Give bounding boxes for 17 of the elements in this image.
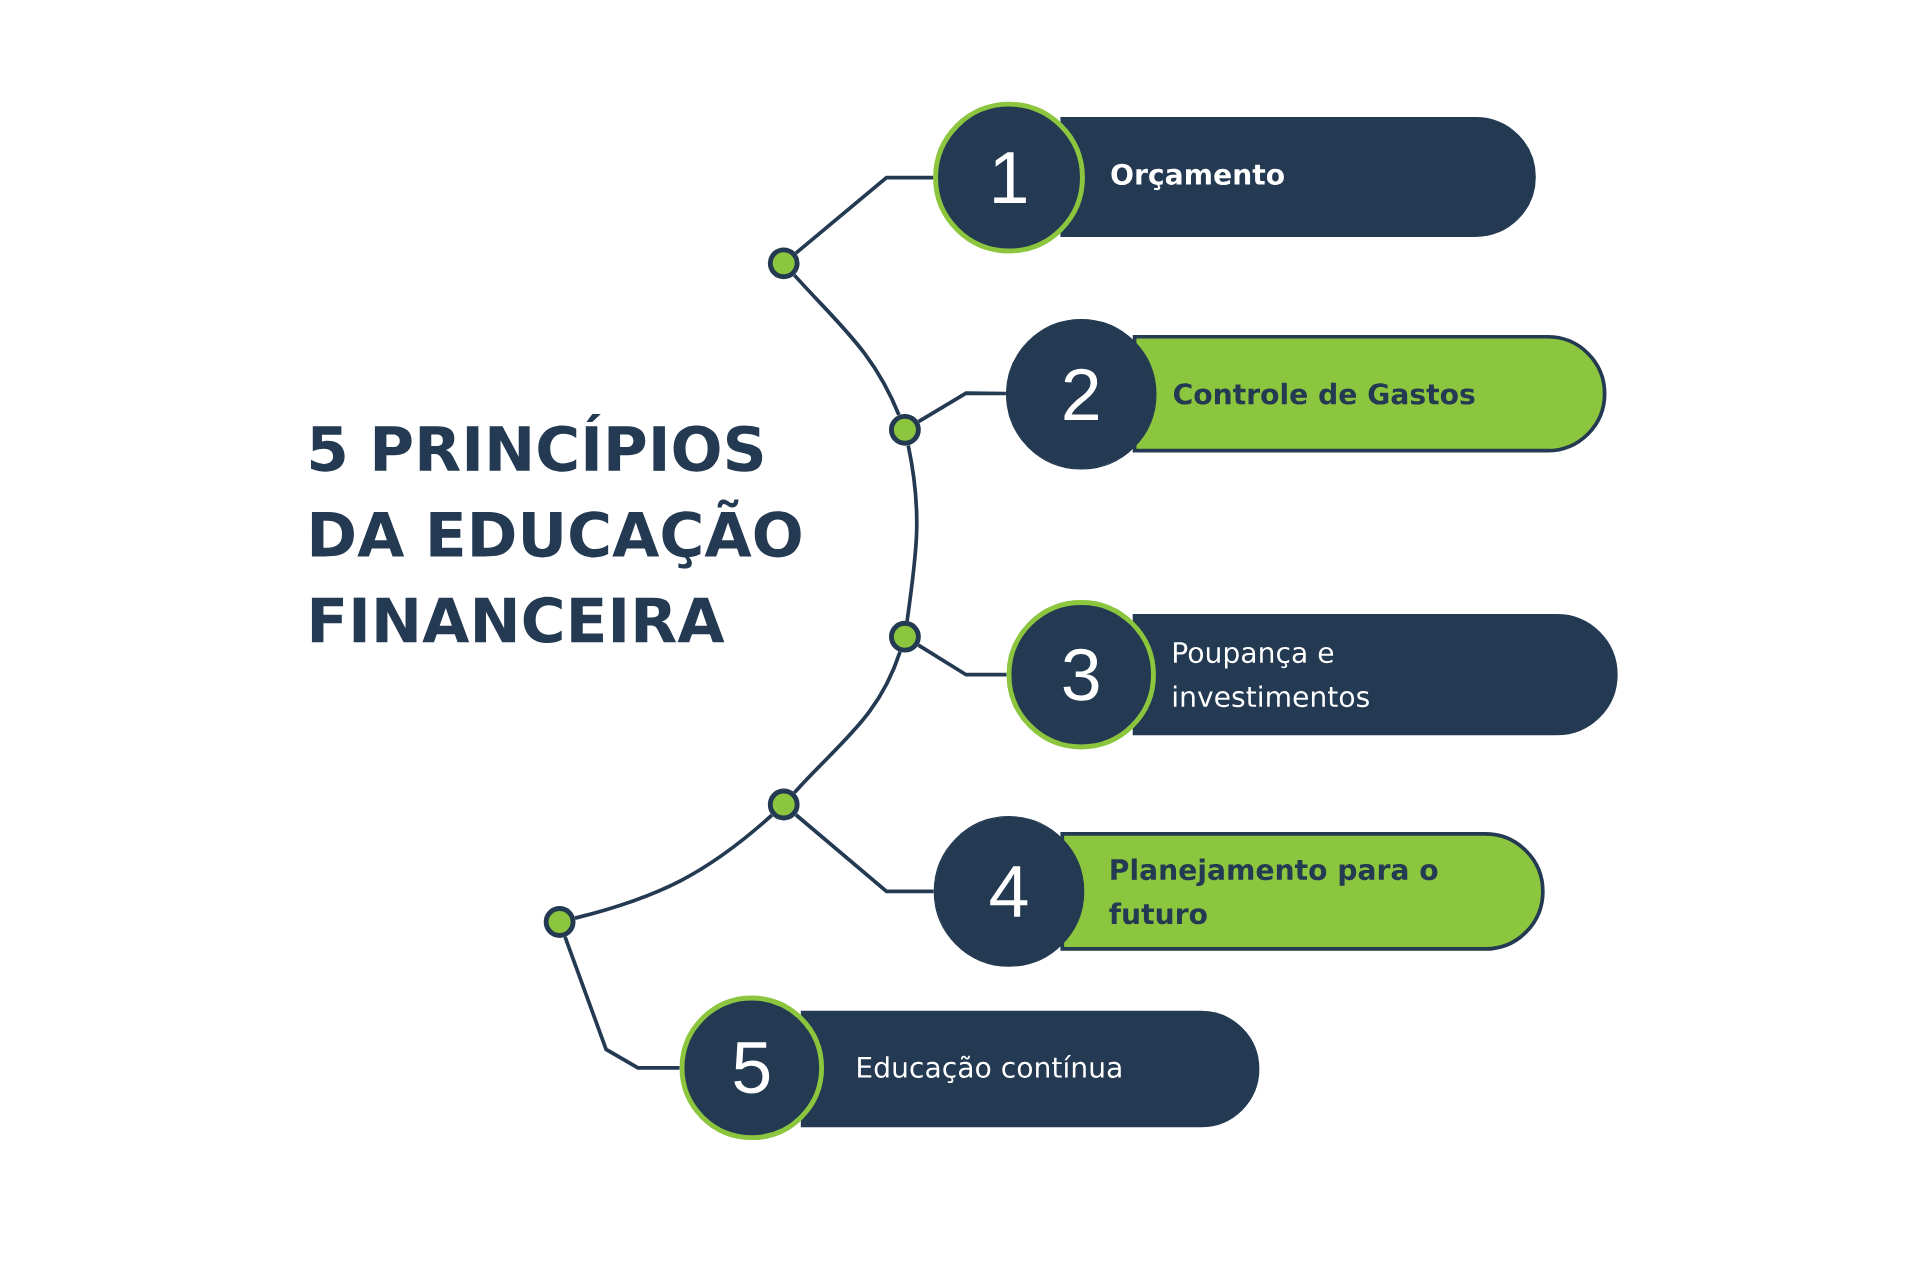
connector-line (563, 936, 680, 1070)
junction-dot (543, 906, 576, 938)
junction-dot (889, 620, 921, 653)
arc-line (793, 651, 902, 794)
connector-line (917, 391, 1006, 424)
connector-line (794, 813, 934, 894)
junction-dot (889, 413, 921, 446)
title: 5 PRINCÍPIOS DA EDUCAÇÃO FINANCEIRA (311, 414, 801, 644)
connector-line (794, 175, 934, 255)
junction-dot (767, 247, 800, 280)
arc-line (793, 273, 901, 416)
arc-line (574, 813, 774, 920)
label-pill: Controle de Gastos (1132, 334, 1607, 453)
arc-line (905, 445, 919, 622)
label-pill: Planejamento para o futuro (1060, 832, 1545, 951)
junction-dot (767, 788, 800, 821)
connector-line (917, 643, 1007, 677)
